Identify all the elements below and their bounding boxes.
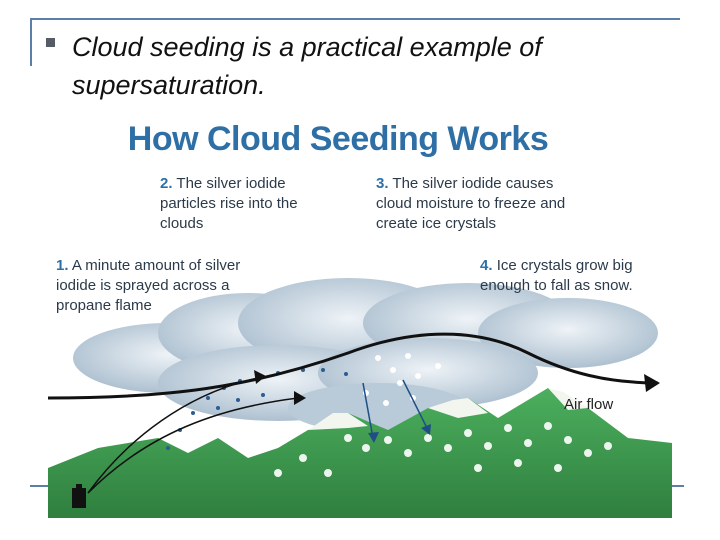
snowfall-arrow-1 [362,382,374,439]
frame-left-line [30,18,32,66]
rise-arrow-1 [87,377,259,494]
step-2-number: 2. [160,175,173,192]
step-3-text: The silver iodide causes cloud moisture … [376,175,566,232]
step-4-number: 4. [480,257,493,274]
step-1: 1. A minute amount of silver iodide is s… [56,256,276,316]
diagram-title: How Cloud Seeding Works [127,120,549,158]
step-4-text: Ice crystals grow big enough to fall as … [480,257,633,294]
mountain-range [48,388,672,518]
diagram-illustration [48,278,672,518]
ice-crystals [363,353,441,406]
cloud-seeding-diagram: How Cloud Seeding Works 1. A minute amou… [48,108,672,518]
bullet-square-icon [46,38,55,47]
propane-burner-icon [72,488,86,508]
step-4: 4. Ice crystals grow big enough to fall … [480,256,670,296]
rise-arrow-2 [87,397,299,494]
step-3-number: 3. [376,175,389,192]
airflow-arrow-line [48,332,659,400]
airflow-label: Air flow [564,396,614,413]
step-1-text: A minute amount of silver iodide is spra… [56,257,241,314]
bullet-text: Cloud seeding is a practical example of … [72,32,542,100]
snowfall-arrow-2 [402,379,429,431]
frame-top-line [30,18,680,20]
step-3: 3. The silver iodide causes cloud moistu… [376,174,576,234]
step-1-number: 1. [56,257,69,274]
step-2: 2. The silver iodide particles rise into… [160,174,320,234]
airflow-arrowhead-icon [644,374,660,392]
step-2-text: The silver iodide particles rise into th… [160,175,298,232]
